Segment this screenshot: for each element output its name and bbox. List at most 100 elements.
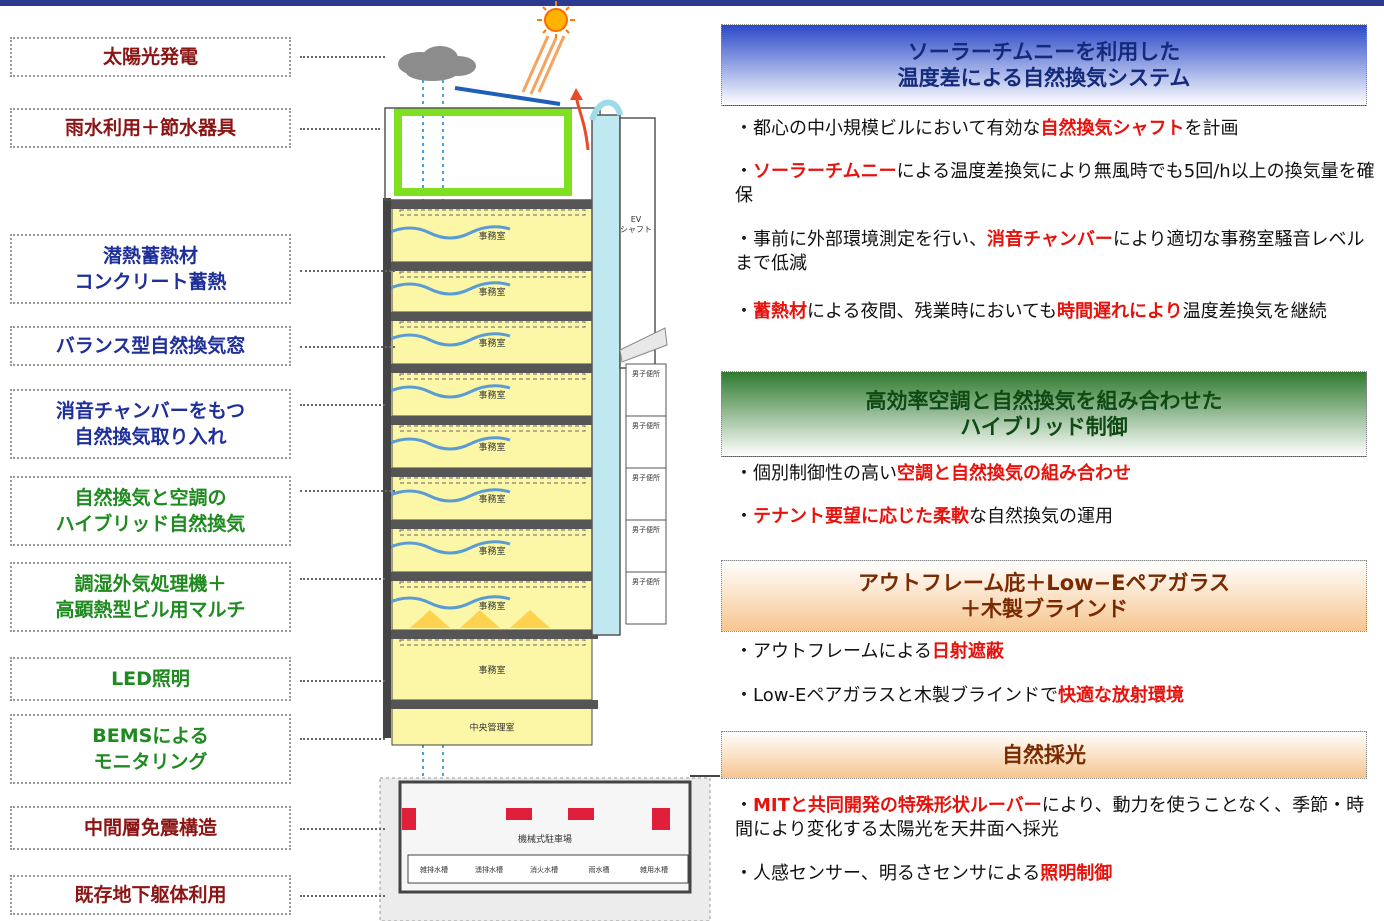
bullet-chimney-0: ・都心の中小規模ビルにおいて有効な自然換気シャフトを計画 [735, 117, 1375, 141]
bullet-text: により、動力を使うことなく、季節・時間により変化する太陽光を天井面へ採光 [735, 795, 1365, 840]
bullet-chimney-3: ・蓄熱材による夜間、残業時においても時間遅れにより温度差換気を継続 [735, 300, 1375, 324]
office-label: 事務室 [478, 230, 505, 242]
floor-slab [388, 312, 598, 321]
toilet-label: 男子便所 [632, 369, 660, 378]
ceiling-duct [399, 639, 586, 646]
label-bems: BEMSによるモニタリング [10, 714, 291, 784]
connector-led [300, 680, 385, 682]
floor-slab [388, 520, 598, 529]
bullet-text: による夜間、残業時においても [807, 301, 1058, 322]
bullet-hybrid-control-1: ・テナント要望に応じた柔軟な自然換気の運用 [735, 505, 1375, 529]
central-room-label: 中央管理室 [469, 722, 514, 734]
bullet-daylight-0: ・MITと共同開発の特殊形状ルーバーにより、動力を使うことなく、季節・時間により… [735, 794, 1375, 842]
highlight-text: MITと共同開発の特殊形状ルーバー [753, 795, 1042, 816]
highlight-text: テナント要望に応じた柔軟 [753, 506, 969, 527]
highlight-text: 空調と自然換気の組み合わせ [897, 463, 1131, 484]
airflow-arrow [387, 436, 511, 451]
highlight-text: 消音チャンバー [987, 229, 1113, 250]
toilet-room [625, 467, 667, 521]
section-title-line: ＋木製ブラインド [960, 597, 1128, 621]
exhaust-arrow [574, 94, 590, 151]
office-label: 事務室 [478, 286, 505, 298]
office-label: 事務室 [478, 545, 505, 557]
bullet-text: ・人感センサー、明るさセンサによる [735, 863, 1041, 884]
bullet-outframe-1: ・Low-Eペアガラスと木製ブラインドで快適な放射環境 [735, 684, 1375, 708]
toilet-room [625, 363, 667, 417]
toilet-label: 男子便所 [632, 525, 660, 534]
tank-label: 雑用水槽 [640, 865, 668, 874]
section-header-daylight: 自然採光 [721, 731, 1367, 779]
label-line: 消音チャンバーをもつ [55, 400, 246, 422]
tank-label: 湧排水槽 [475, 865, 503, 874]
ceiling-duct [399, 321, 586, 328]
label-underground: 既存地下躯体利用 [10, 875, 291, 915]
bullet-text: ・都心の中小規模ビルにおいて有効な [735, 118, 1041, 139]
connector-thermal [300, 270, 395, 272]
section-title-line: 高効率空調と自然換気を組み合わせた [865, 389, 1223, 413]
label-line: 雨水利用＋節水器具 [64, 117, 236, 139]
toilet-room [625, 571, 667, 625]
ev-shaft [619, 117, 656, 369]
label-seismic: 中間層免震構造 [10, 806, 291, 850]
connector-chamber [300, 404, 385, 406]
floor-slab [388, 200, 598, 209]
highlight-text: 蓄熱材 [753, 301, 807, 322]
section-title-line: ソーラーチムニーを利用した [907, 40, 1181, 64]
section-title-line: 自然採光 [1002, 743, 1086, 767]
label-solar: 太陽光発電 [10, 37, 291, 77]
bullet-text: により適切な事務室騒音レベルまで低減 [735, 229, 1365, 274]
solar-panel [454, 86, 561, 106]
led-light-glow [460, 610, 500, 628]
floor-slab [388, 630, 598, 639]
highlight-text: 自然換気シャフト [1040, 118, 1185, 139]
office-label: 事務室 [478, 389, 505, 401]
office-label: 事務室 [478, 441, 505, 453]
label-outdoor-air: 調湿外気処理機＋高顕熱型ビル用マルチ [10, 562, 291, 632]
floor-slab [388, 572, 598, 581]
roof-garden [394, 108, 572, 196]
airflow-arrow [387, 595, 511, 610]
bullet-text: ・ [735, 506, 753, 527]
label-chamber: 消音チャンバーをもつ自然換気取り入れ [10, 389, 291, 459]
connector-solar [300, 56, 385, 58]
label-line: BEMSによる [92, 725, 209, 747]
bullet-text: による温度差換気により無風時でも5回/h以上の換気量を確保 [735, 161, 1375, 206]
outframe [383, 198, 391, 738]
parking-label: 機械式駐車場 [518, 833, 572, 845]
section-title-line: アウトフレーム庇＋Low−Eペアガラス [857, 571, 1231, 595]
highlight-text: ソーラーチムニー [753, 161, 897, 182]
bullet-hybrid-control-0: ・個別制御性の高い空調と自然換気の組み合わせ [735, 462, 1375, 486]
label-line: 調湿外気処理機＋ [74, 573, 227, 595]
bullet-text: ・Low-Eペアガラスと木製ブラインドで [735, 685, 1058, 706]
section-header-chimney: ソーラーチムニーを利用した温度差による自然換気システム [721, 24, 1367, 106]
floor-slab [388, 416, 598, 425]
toilet-label: 男子便所 [632, 473, 660, 482]
sun-icon [537, 1, 575, 39]
office-label: 事務室 [478, 664, 505, 676]
bullet-text: 温度差換気を継続 [1182, 301, 1327, 322]
tank-label: 雑排水槽 [420, 865, 448, 874]
light-louver [619, 327, 668, 363]
section-title-line: 温度差による自然換気システム [897, 66, 1191, 90]
bullet-text: ・ [735, 795, 753, 816]
floor-slab [388, 468, 598, 477]
toilet-label: 男子便所 [632, 421, 660, 430]
label-rainwater: 雨水利用＋節水器具 [10, 108, 291, 148]
label-line: 自然換気取り入れ [74, 426, 227, 448]
airflow-arrow [387, 225, 511, 240]
highlight-text: 日射遮蔽 [931, 641, 1004, 662]
bullet-chimney-2: ・事前に外部環境測定を行い、消音チャンバーにより適切な事務室騒音レベルまで低減 [735, 228, 1375, 276]
bullet-text: ・アウトフレームによる [735, 641, 932, 662]
bullet-outframe-0: ・アウトフレームによる日射遮蔽 [735, 640, 1375, 664]
bullet-text: ・個別制御性の高い [735, 463, 897, 484]
tank-label: 雨水槽 [589, 865, 610, 874]
floor-slab [388, 364, 598, 373]
ceiling-duct [399, 271, 586, 278]
label-line: 太陽光発電 [102, 46, 198, 68]
section-header-hybrid-control: 高効率空調と自然換気を組み合わせたハイブリッド制御 [721, 371, 1367, 457]
label-window: バランス型自然換気窓 [10, 326, 291, 366]
